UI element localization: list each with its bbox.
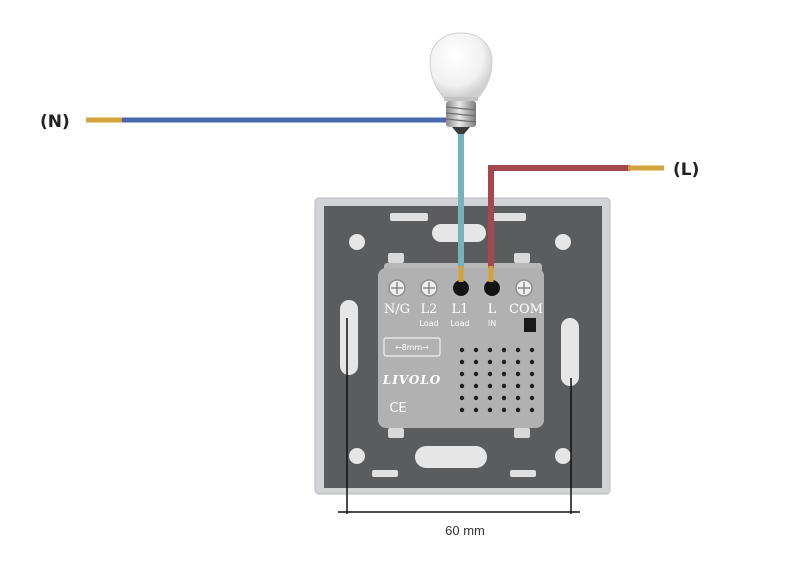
vent-dot (501, 359, 507, 365)
vent-dot (501, 383, 507, 389)
retaining-tab (488, 213, 526, 221)
screw-icon (445, 101, 477, 134)
vent-dot (473, 359, 479, 365)
strip-gauge-box (383, 337, 441, 357)
vent-dot (501, 407, 507, 413)
vent-dot (459, 383, 465, 389)
vent-dot (529, 395, 535, 401)
terminal-label-ng: N/G (384, 302, 410, 317)
terminal-label-l: L (488, 302, 497, 317)
ce-mark: CE (389, 401, 406, 416)
strip-gauge-label: ←8mm→ (395, 343, 429, 352)
corner-hole (555, 234, 571, 250)
vent-dot (515, 347, 521, 353)
vent-dot (529, 359, 535, 365)
vent-dot (515, 383, 521, 389)
switch-module: N/G L2 L1 L COM Load Load IN ←8mm→ LIVOL… (378, 253, 544, 438)
retaining-tab (390, 213, 428, 221)
dimension-label: 60 mm (445, 523, 485, 538)
vent-dot (515, 407, 521, 413)
vent-dot (501, 347, 507, 353)
mounting-slot-bottom (415, 446, 487, 468)
vent-dot (473, 407, 479, 413)
mounting-slot-right (561, 318, 579, 386)
vent-dot (487, 347, 493, 353)
live-label: (L) (673, 160, 699, 180)
vent-dot (459, 395, 465, 401)
terminal-sublabel-l2: Load (419, 319, 438, 328)
vent-dot (529, 347, 535, 353)
terminal-label-l2: L2 (421, 302, 438, 317)
vent-dot (487, 359, 493, 365)
terminal-label-com: COM (509, 302, 543, 317)
mounting-slot-left (340, 300, 358, 375)
light-bulb-icon (429, 32, 493, 134)
vent-dot (529, 371, 535, 377)
vent-dot (501, 395, 507, 401)
vent-dot (487, 395, 493, 401)
module-body (378, 268, 544, 428)
corner-hole (349, 234, 365, 250)
vent-dot (487, 383, 493, 389)
vent-dot (487, 371, 493, 377)
vent-dot (529, 383, 535, 389)
vent-dot-grid (459, 347, 535, 413)
brand-logo: LIVOLO (382, 373, 442, 387)
terminal-sublabel-l1: Load (450, 319, 469, 328)
vent-dot (473, 371, 479, 377)
terminal-label-l1: L1 (452, 302, 469, 317)
vent-dot (515, 359, 521, 365)
corner-hole (349, 448, 365, 464)
neutral-label: (N) (40, 112, 70, 132)
corner-hole (555, 448, 571, 464)
vent-dot (487, 407, 493, 413)
wires (86, 117, 664, 282)
vent-dot (473, 383, 479, 389)
terminal-screws (388, 279, 533, 297)
vent-dot (515, 395, 521, 401)
vent-dot (459, 347, 465, 353)
retaining-tab (510, 470, 536, 477)
vent-dot (459, 371, 465, 377)
live-wire (488, 165, 630, 268)
terminal-sublabel-l: IN (488, 319, 496, 328)
vent-dot (459, 359, 465, 365)
vent-dot (473, 395, 479, 401)
vent-dot (473, 347, 479, 353)
vent-dot (529, 407, 535, 413)
vent-dot (515, 371, 521, 377)
vent-dot (501, 371, 507, 377)
dimension-marker: 60 mm (338, 318, 580, 538)
retaining-tab (372, 470, 398, 477)
com-indicator (524, 318, 536, 332)
vent-dot (459, 407, 465, 413)
